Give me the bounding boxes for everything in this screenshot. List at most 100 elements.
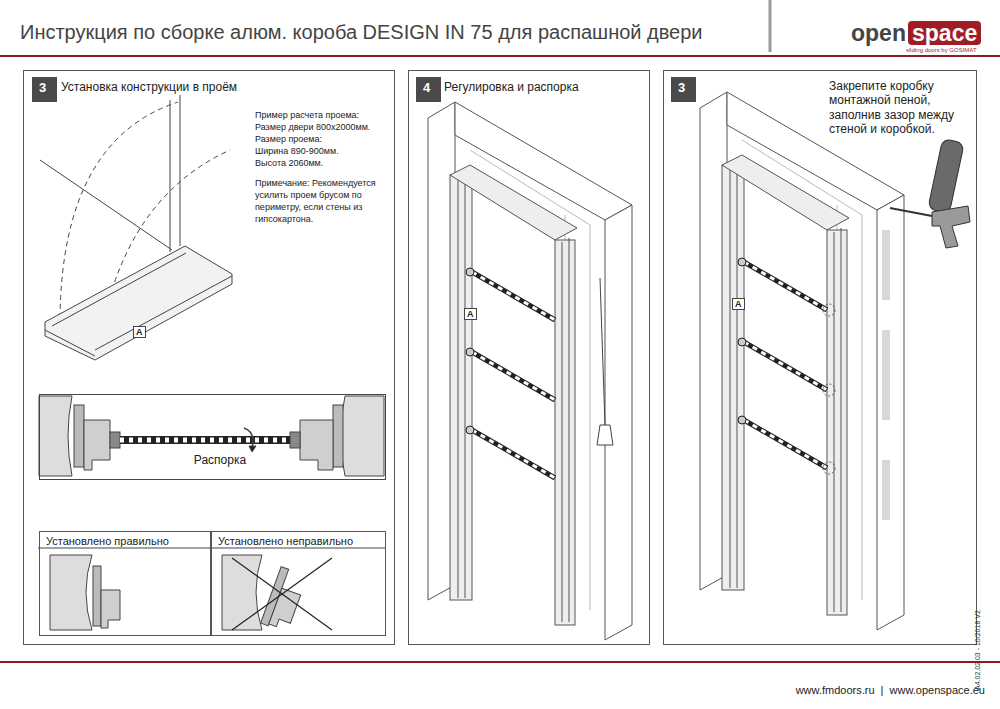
frame-floor-drawing bbox=[95, 276, 232, 350]
section-box: Распорка bbox=[39, 394, 386, 480]
door-frame-drawing bbox=[472, 272, 555, 320]
section-drawing bbox=[249, 446, 256, 452]
cell-text: Распорка bbox=[170, 453, 270, 467]
plumb-line bbox=[597, 425, 613, 445]
step-heading: Закрепите коробку монтажной пеной, запол… bbox=[829, 79, 971, 137]
frame-floor-drawing bbox=[45, 330, 95, 356]
frame-floor-drawing bbox=[180, 95, 181, 246]
logo-text: space bbox=[908, 21, 981, 45]
door-frame-drawing bbox=[472, 352, 555, 400]
page-title: Инструкция по сборке алюм. короба DESIGN… bbox=[20, 21, 703, 44]
door-frame-drawing bbox=[458, 178, 459, 598]
step-number-text: 3 bbox=[32, 77, 53, 98]
section-drawing bbox=[39, 396, 384, 476]
cell-text: Установлено правильно bbox=[46, 535, 206, 548]
header-rules bbox=[0, 0, 1000, 662]
table-drawing bbox=[261, 567, 308, 633]
door-frame-foam-drawing bbox=[882, 230, 890, 300]
frame-floor-drawing bbox=[40, 95, 232, 360]
header-rules bbox=[0, 661, 1000, 663]
step-number: 3 bbox=[32, 77, 57, 102]
section-drawing bbox=[120, 436, 290, 444]
foam-gun bbox=[932, 206, 970, 248]
door-frame-drawing bbox=[472, 272, 555, 320]
door-frame-foam-drawing bbox=[823, 384, 835, 396]
section-drawing bbox=[110, 432, 120, 448]
door-frame-drawing bbox=[605, 205, 632, 640]
table-drawing bbox=[50, 555, 92, 630]
section-drawing bbox=[341, 396, 385, 476]
cell-text: Установлено неправильно bbox=[218, 535, 382, 548]
section-drawing bbox=[244, 428, 253, 448]
door-frame-drawing bbox=[450, 175, 472, 600]
door-frame-drawing bbox=[472, 430, 555, 478]
footer-links: www.fmdoors.ru | www.openspace.eu bbox=[796, 684, 985, 696]
table-drawing bbox=[222, 555, 262, 630]
door-frame-drawing bbox=[466, 348, 474, 356]
door-frame-drawing bbox=[472, 430, 555, 478]
note-text: Примечание: Рекомендуется усилить проем … bbox=[255, 177, 390, 225]
door-frame-drawing bbox=[465, 176, 466, 598]
part-letter: A bbox=[133, 326, 146, 338]
step-number: 4 bbox=[416, 77, 441, 102]
note-line: Размер проема: bbox=[255, 134, 322, 144]
step-number: 3 bbox=[671, 77, 696, 102]
door-frame-drawing bbox=[472, 352, 555, 400]
section-drawing bbox=[84, 420, 110, 470]
frame-floor-drawing bbox=[52, 253, 186, 326]
table-drawing bbox=[101, 590, 120, 628]
step-panel: Регулировка и распорка4 bbox=[408, 70, 650, 645]
note-line: Ширина 890-900мм. bbox=[255, 146, 339, 156]
plumb-line bbox=[597, 278, 613, 445]
section-drawing bbox=[74, 405, 84, 467]
table-drawing bbox=[93, 566, 101, 626]
header-rules bbox=[769, 0, 772, 52]
section-drawing bbox=[300, 420, 333, 470]
note-line: Пример расчета проема: bbox=[255, 110, 359, 120]
note-line: Размер двери 800x2000мм. bbox=[255, 122, 370, 132]
door-frame-foam-drawing bbox=[823, 304, 835, 316]
door-frame-foam-drawing bbox=[700, 92, 904, 630]
part-letter: A bbox=[732, 298, 745, 310]
section-drawing bbox=[120, 438, 290, 443]
door-frame-foam-drawing bbox=[882, 330, 890, 420]
step-number-text: 3 bbox=[671, 77, 692, 98]
header-rules bbox=[0, 55, 1000, 57]
door-frame-drawing bbox=[562, 242, 563, 622]
logo-text: open bbox=[851, 20, 906, 47]
table-drawing bbox=[232, 558, 332, 630]
frame-floor-drawing bbox=[40, 160, 172, 250]
step-heading: Установка конструкции в проём bbox=[61, 80, 381, 94]
part-letter: A bbox=[464, 308, 477, 320]
door-frame-foam-drawing bbox=[700, 92, 904, 630]
frame-floor-drawing bbox=[170, 100, 171, 252]
logo-subtext: sliding doors by GOSIMAT bbox=[906, 47, 977, 53]
door-frame-drawing bbox=[466, 268, 474, 276]
door-frame-drawing bbox=[428, 102, 632, 640]
section-drawing bbox=[333, 405, 343, 467]
foam-gun bbox=[890, 208, 932, 216]
table-cell: Установлено правильно bbox=[39, 531, 211, 636]
note-line: Высота 2060мм. bbox=[255, 158, 323, 168]
section-drawing bbox=[290, 432, 300, 448]
door-frame-drawing bbox=[590, 225, 591, 610]
frame-floor-drawing bbox=[45, 246, 232, 360]
section-drawing bbox=[39, 396, 72, 476]
step-panel: Закрепите коробку монтажной пеной, запол… bbox=[663, 70, 977, 645]
foam-gun bbox=[890, 138, 970, 248]
door-frame-drawing bbox=[555, 240, 575, 625]
door-frame-drawing bbox=[450, 165, 577, 240]
table-drawing bbox=[232, 558, 332, 630]
door-frame-drawing bbox=[466, 426, 474, 434]
door-frame-drawing bbox=[569, 238, 570, 622]
table-drawing bbox=[269, 588, 301, 631]
document-code: A4.02.02.03 - 10/2018 V2 bbox=[974, 610, 981, 690]
door-frame-foam-drawing bbox=[823, 462, 835, 474]
door-frame-foam-drawing bbox=[882, 460, 890, 520]
step-heading: Регулировка и распорка bbox=[444, 80, 644, 94]
door-frame-drawing bbox=[455, 102, 632, 220]
plumb-line bbox=[600, 278, 605, 425]
step-panel: Установка конструкции в проём 3РаспоркаУс… bbox=[23, 70, 395, 645]
door-frame-drawing bbox=[466, 268, 555, 478]
